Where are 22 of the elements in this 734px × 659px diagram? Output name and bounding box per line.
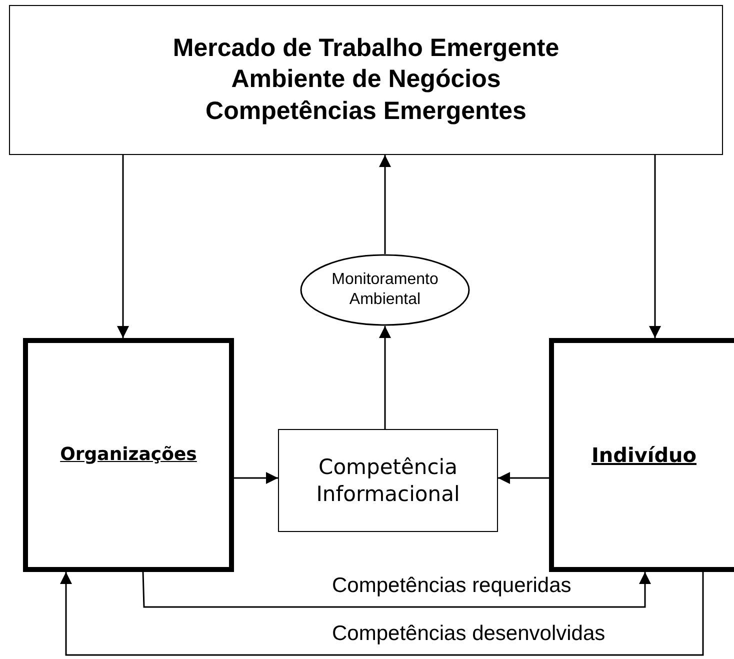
heading-line: Mercado de Trabalho Emergente: [172, 33, 560, 64]
node-label: Organizações: [60, 444, 197, 466]
process-box: [278, 429, 498, 532]
process-ellipse: [300, 254, 470, 326]
node-label: Indivíduo: [591, 442, 697, 468]
process-box: [9, 5, 723, 155]
arrow: [234, 472, 278, 484]
heading-line: Competências Emergentes: [206, 96, 526, 127]
arrow: [142, 572, 651, 608]
node-label: Monitoramento Ambiental: [330, 270, 440, 310]
edge-label: Competências desenvolvidas: [330, 622, 608, 646]
arrow: [498, 472, 549, 484]
process-box: [23, 338, 234, 572]
arrow: [60, 572, 704, 656]
arrow: [379, 155, 391, 254]
edge-label: Competências requeridas: [330, 574, 574, 598]
arrow: [649, 155, 661, 338]
node-label: Competência Informacional: [315, 454, 461, 507]
arrow: [117, 155, 129, 338]
process-box: [549, 338, 734, 572]
arrow: [379, 326, 391, 429]
heading-line: Ambiente de Negócios: [231, 64, 501, 96]
